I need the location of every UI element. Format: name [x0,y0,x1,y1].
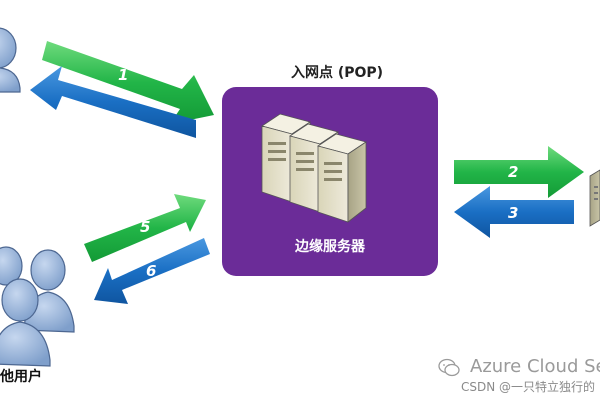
other-users-label: 他用户 [0,369,42,385]
arrow-5: 5 [84,194,206,262]
origin-server-icon [589,169,600,227]
arrow-2: 2 [454,146,584,198]
arrow-4: 4 [30,66,196,138]
svg-text:3: 3 [508,204,518,222]
users-group-icon [0,246,75,367]
arrow-6: 6 [94,238,210,304]
watermark-credit: CSDN @一只特立独行的 [461,380,596,394]
wechat-icon [438,358,460,377]
arrow-3: 3 [454,186,574,238]
svg-text:4: 4 [105,112,116,130]
watermark-title: Azure Cloud Se [470,356,600,377]
arrow-1: 1 [42,41,214,124]
edge-server-label: 边缘服务器 [295,239,365,255]
user-icon-top [0,27,21,93]
svg-text:1: 1 [118,66,128,84]
svg-text:5: 5 [140,218,150,236]
server-icon [261,113,367,223]
svg-text:2: 2 [508,163,518,181]
pop-label: 入网点 (POP) [290,65,384,81]
svg-text:6: 6 [146,262,156,280]
